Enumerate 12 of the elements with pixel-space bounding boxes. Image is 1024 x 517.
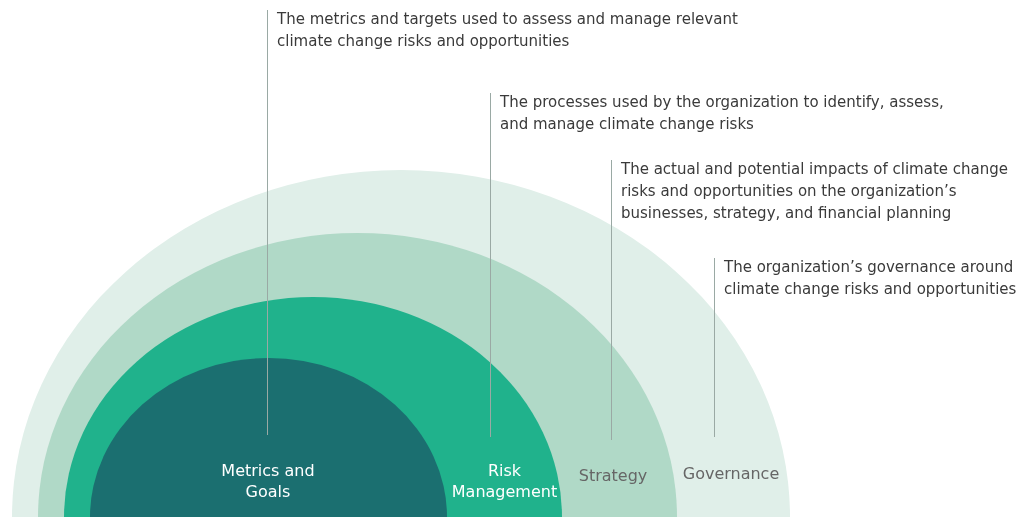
band-label: Strategy — [577, 465, 649, 486]
description-text: The actual and potential impacts of climate change risks and opportunities on the organization’s businesses, strategy, and financial planning — [611, 158, 1024, 224]
leader-line — [267, 9, 268, 436]
leader-line — [714, 257, 715, 438]
description-text: The processes used by the organization to identify, assess, and manage climate change risks — [490, 91, 970, 135]
band-label: Metrics and Goals — [220, 460, 316, 502]
band-label: Governance — [681, 463, 781, 484]
leader-line — [490, 92, 491, 438]
band-label: Risk Management — [450, 460, 559, 502]
leader-line — [611, 159, 612, 441]
description-text: The organization’s governance around climate change risks and opportunities — [714, 256, 1024, 300]
description-text: The metrics and targets used to assess and manage relevant climate change risks and opportunities — [267, 8, 767, 52]
